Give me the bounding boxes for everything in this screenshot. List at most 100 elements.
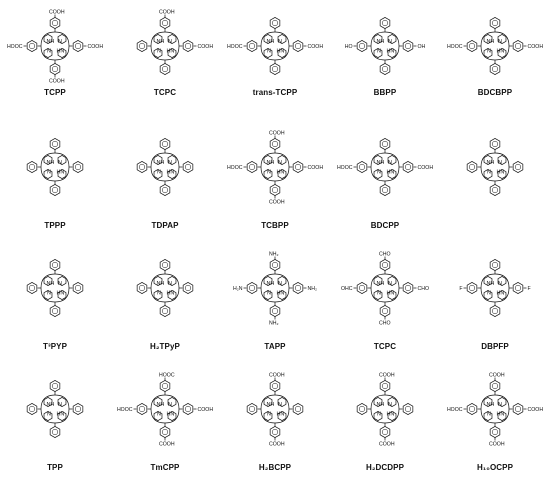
- pyrrole-ring: [167, 275, 177, 287]
- substituent-label: HOOC: [7, 44, 23, 50]
- phenyl-ring: [292, 281, 304, 295]
- phenyl-ring: [379, 16, 391, 30]
- phenyl-ring: [136, 160, 148, 174]
- aromatic-circle: [248, 163, 256, 171]
- aromatic-circle: [51, 307, 59, 315]
- core-n-label: N: [278, 39, 282, 45]
- phenyl-ring: [159, 304, 171, 318]
- pyrrole-ring: [57, 33, 67, 45]
- phenyl-ring: [49, 425, 61, 439]
- substituent-label: F: [528, 286, 531, 292]
- core-n-label: N: [168, 160, 172, 166]
- pyrrole-ring: [373, 168, 383, 180]
- substituent-label: CHO: [379, 252, 391, 258]
- core-hn-label: HN: [277, 412, 285, 418]
- core-n-label: N: [487, 291, 491, 297]
- substituent-label: HOOC: [117, 407, 133, 413]
- phenyl-ring: [489, 379, 501, 393]
- phenyl-ring: [26, 281, 38, 295]
- substituent-label: HOOC: [337, 165, 353, 171]
- phenyl-ring: [269, 137, 281, 151]
- phenyl-ring: [269, 425, 281, 439]
- aromatic-circle: [184, 405, 192, 413]
- pyrrole-ring: [43, 410, 53, 422]
- phenyl-ring: [246, 402, 258, 416]
- substituent-label: COOH: [379, 442, 395, 448]
- pyrrole-ring: [263, 47, 273, 59]
- core-nh-label: NH: [157, 281, 165, 287]
- phenyl-ring: [72, 402, 84, 416]
- phenyl-ring: [246, 160, 258, 174]
- core-n-label: N: [487, 49, 491, 55]
- molecule-name: TDPAP: [151, 221, 179, 230]
- aromatic-circle: [491, 382, 499, 390]
- phenyl-ring: [49, 137, 61, 151]
- aromatic-circle: [51, 65, 59, 73]
- aromatic-circle: [161, 140, 169, 148]
- aromatic-circle: [491, 19, 499, 27]
- aromatic-circle: [404, 284, 412, 292]
- substituent-label: COOH: [308, 165, 324, 171]
- aromatic-circle: [381, 307, 389, 315]
- molecule-name: BBPP: [373, 88, 397, 97]
- phenyl-ring: [379, 258, 391, 272]
- aromatic-circle: [28, 405, 36, 413]
- aromatic-circle: [358, 405, 366, 413]
- core-nh-label: NH: [267, 39, 275, 45]
- pyrrole-ring: [387, 396, 397, 408]
- core-n-label: N: [267, 412, 271, 418]
- pyrrole-ring: [153, 47, 163, 59]
- aromatic-circle: [271, 65, 279, 73]
- aromatic-circle: [248, 405, 256, 413]
- aromatic-circle: [491, 428, 499, 436]
- pyrrole-ring: [43, 47, 53, 59]
- core-n-label: N: [58, 160, 62, 166]
- pyrrole-ring: [263, 168, 273, 180]
- substituent-label: COOH: [379, 373, 395, 379]
- aromatic-circle: [138, 42, 146, 50]
- phenyl-ring: [269, 379, 281, 393]
- pyrrole-ring: [497, 47, 507, 59]
- aromatic-circle: [294, 163, 302, 171]
- core-hn-label: HN: [167, 291, 175, 297]
- aromatic-circle: [74, 42, 82, 50]
- aromatic-circle: [358, 42, 366, 50]
- pyrrole-ring: [373, 396, 383, 408]
- pyrrole-ring: [263, 154, 273, 166]
- pyrrole-ring: [153, 289, 163, 301]
- phenyl-ring: [182, 402, 194, 416]
- phenyl-ring: [49, 62, 61, 76]
- core-n-label: N: [377, 170, 381, 176]
- pyrrole-ring: [373, 33, 383, 45]
- molecule-name: H₂TPyP: [150, 342, 180, 351]
- aromatic-circle: [161, 428, 169, 436]
- phenyl-ring: [379, 62, 391, 76]
- aromatic-circle: [491, 140, 499, 148]
- aromatic-circle: [468, 284, 476, 292]
- core-nh-label: NH: [47, 402, 55, 408]
- core-n-label: N: [498, 39, 502, 45]
- core-n-label: N: [267, 49, 271, 55]
- substituent-label: OH: [418, 44, 426, 50]
- core-nh-label: NH: [267, 402, 275, 408]
- core-n-label: N: [157, 412, 161, 418]
- core-nh-label: NH: [157, 39, 165, 45]
- phenyl-ring: [26, 402, 38, 416]
- aromatic-circle: [161, 382, 169, 390]
- aromatic-circle: [358, 163, 366, 171]
- aromatic-circle: [491, 186, 499, 194]
- pyrrole-ring: [387, 47, 397, 59]
- core-hn-label: HN: [387, 412, 395, 418]
- substituent-label: HOOC: [159, 373, 175, 379]
- pyrrole-ring: [167, 168, 177, 180]
